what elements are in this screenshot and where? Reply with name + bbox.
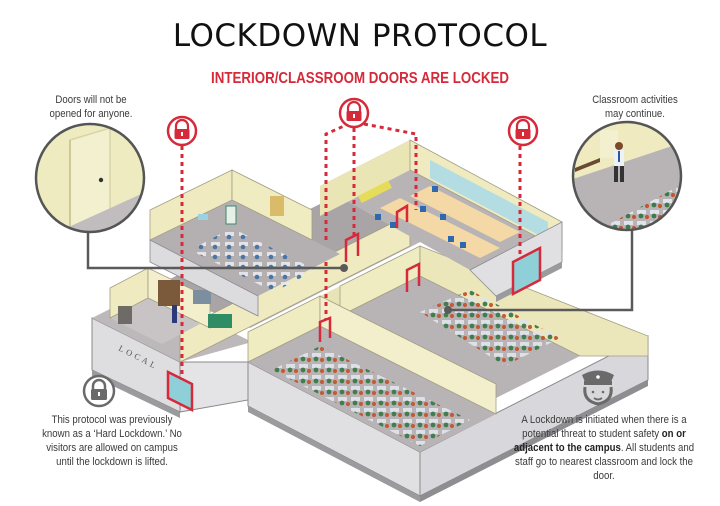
- door-closeup-circle: [34, 122, 146, 234]
- page-subtitle: INTERIOR/CLASSROOM DOORS ARE LOCKED: [211, 70, 509, 87]
- definition-note: A Lockdown is initiated when there is a …: [513, 414, 695, 482]
- doors-callout-text: Doors will not be opened for anyone.: [49, 94, 133, 120]
- classroom-callout-text: Classroom activities may continue.: [592, 94, 678, 120]
- classroom-closeup-circle: [571, 120, 683, 232]
- lock-marker-right: [507, 115, 539, 147]
- padlock-icon: [82, 374, 116, 408]
- police-officer-icon: [582, 370, 614, 406]
- history-note: This protocol was previously known as a …: [42, 414, 182, 468]
- lock-marker-center: [338, 97, 370, 129]
- lock-marker-left: [166, 115, 198, 147]
- page-title: LOCKDOWN PROTOCOL: [172, 18, 548, 54]
